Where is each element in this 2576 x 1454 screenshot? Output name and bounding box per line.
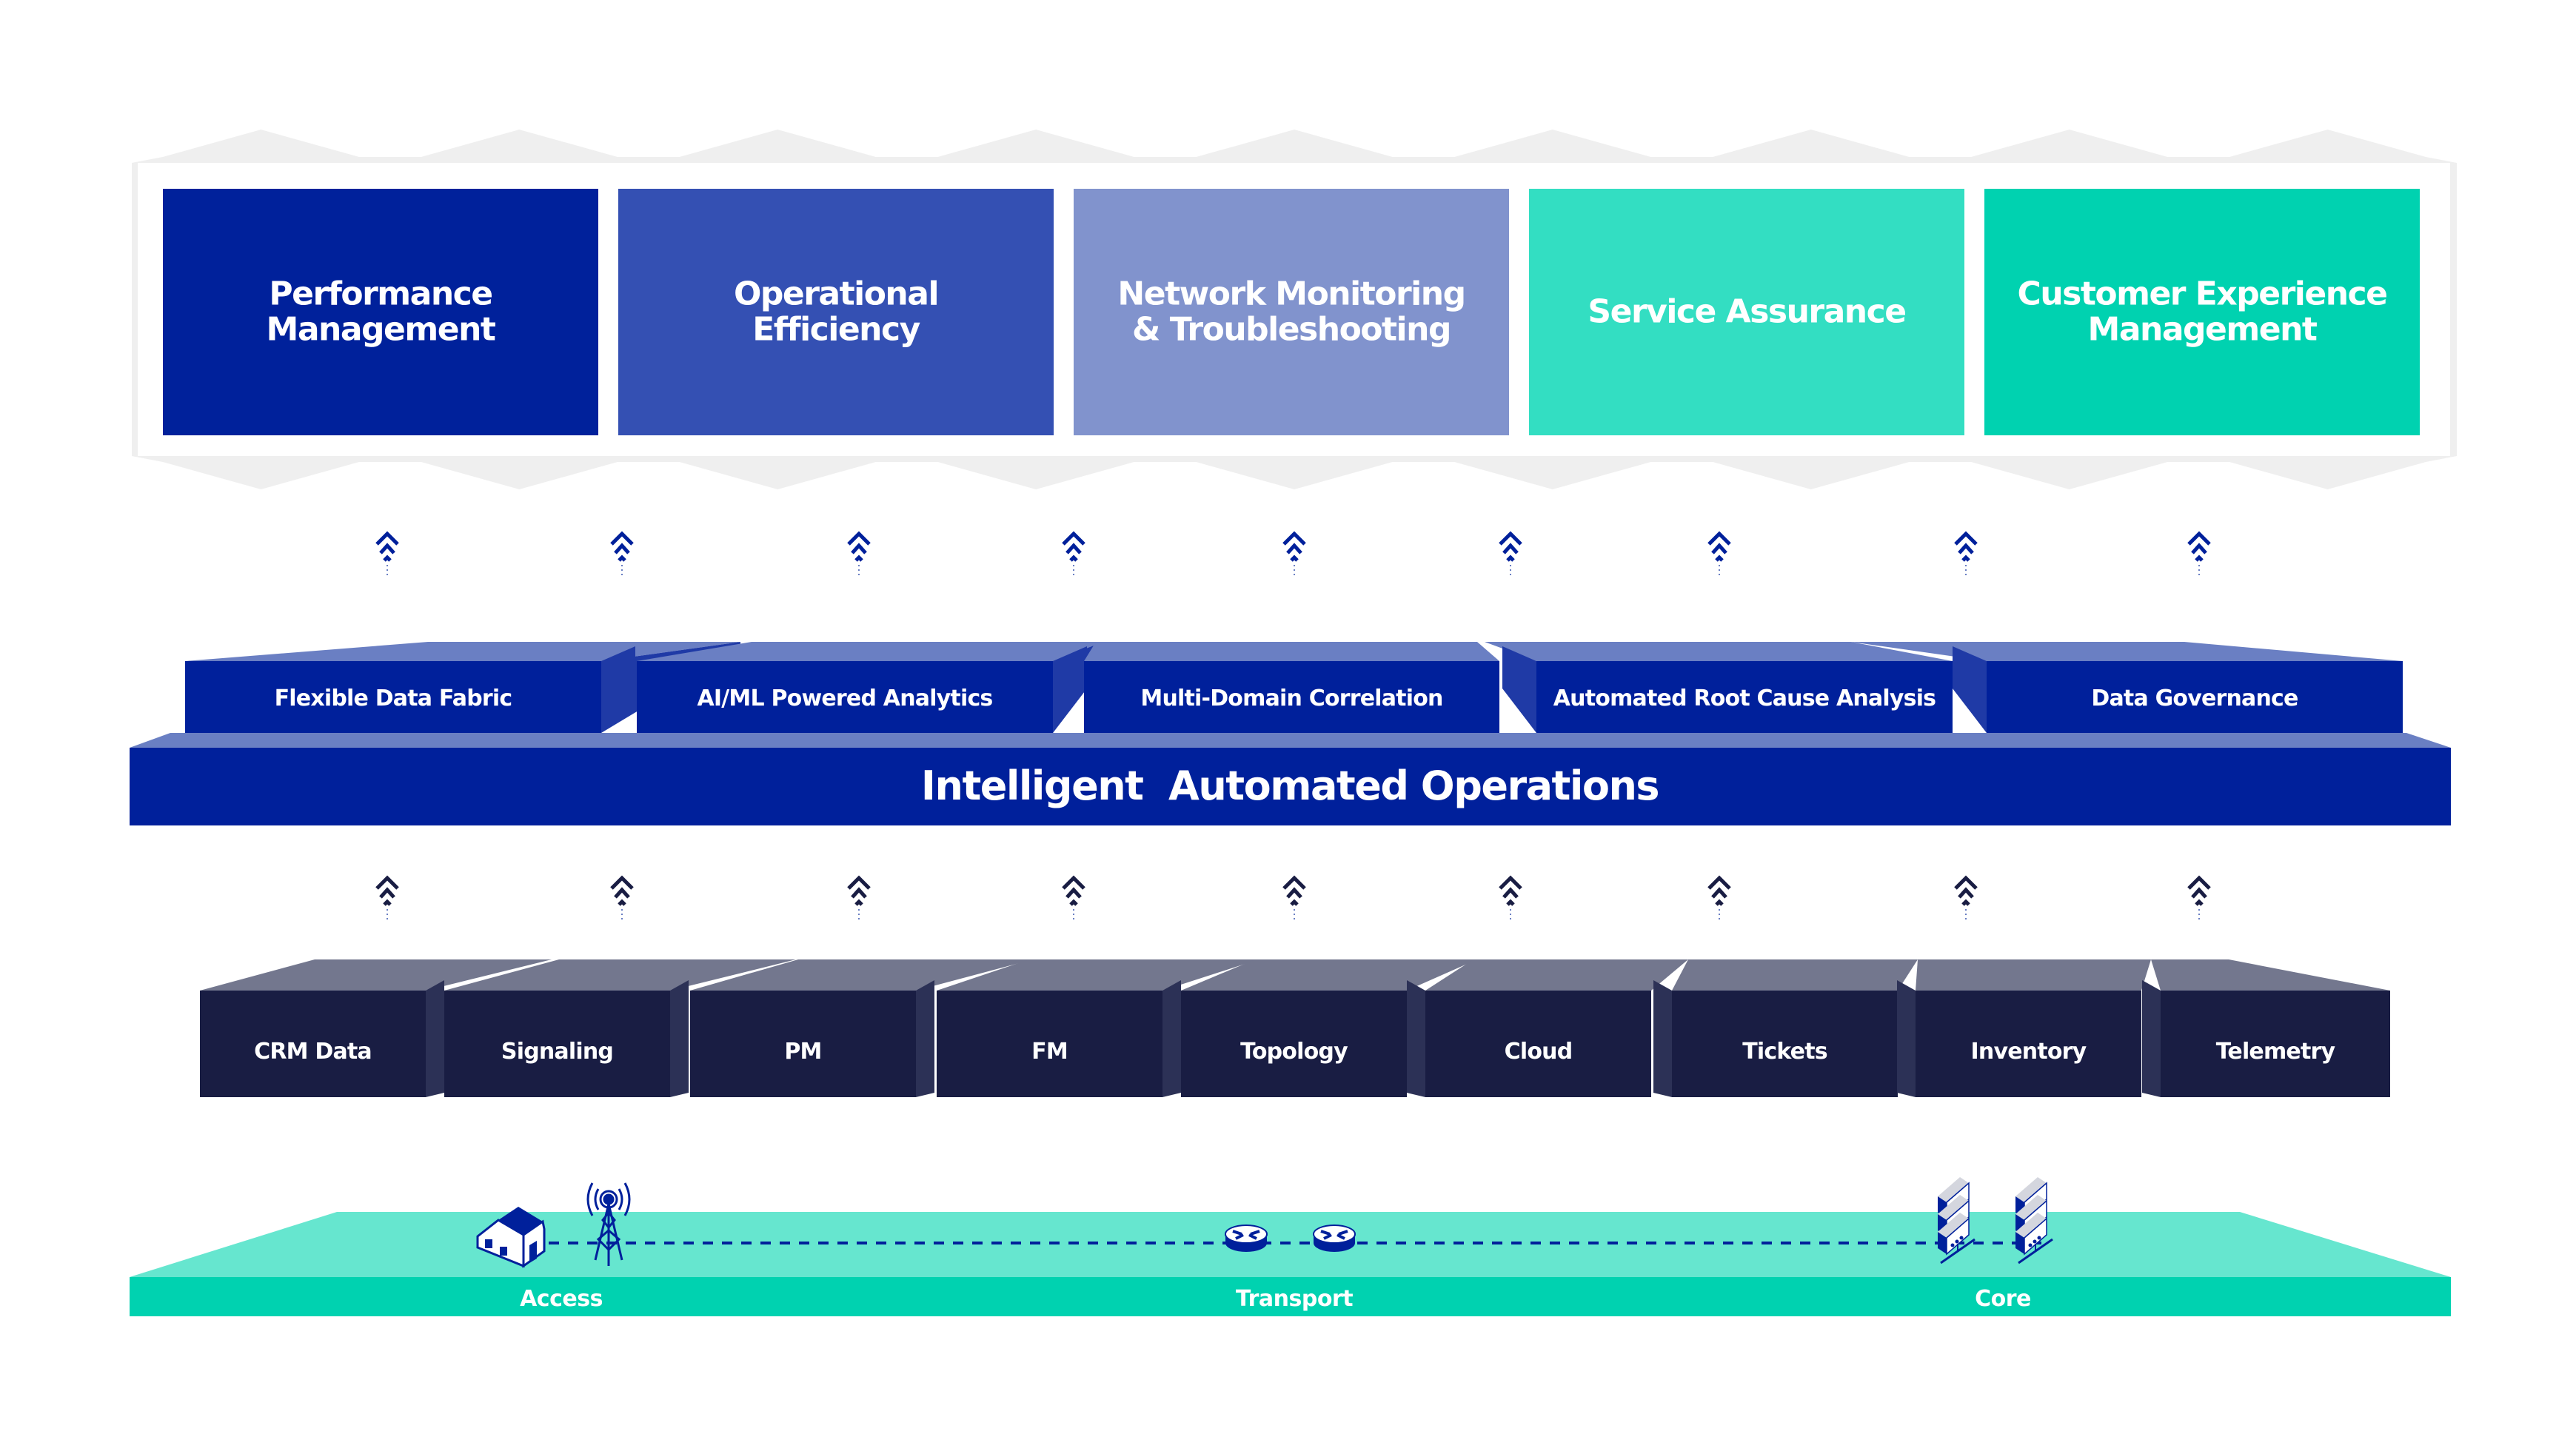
data-source-label: Telemetry xyxy=(2216,1039,2336,1065)
triple-chevron-up-icon xyxy=(1954,875,1978,921)
outcome-card-bg xyxy=(1074,189,1509,435)
capability-label: Multi-Domain Correlation xyxy=(1140,686,1442,711)
triple-chevron-up-icon xyxy=(847,875,871,921)
outcome-card-label: Network Monitoring xyxy=(1117,275,1465,313)
outcome-card-label: Management xyxy=(2088,311,2318,349)
house-icon xyxy=(476,1207,546,1268)
outcomes-layer: PerformanceManagementOperationalEfficien… xyxy=(132,130,2457,489)
triple-chevron-up-icon xyxy=(2187,531,2211,577)
server-rack-icon xyxy=(2015,1177,2053,1264)
capability-block: AI/ML Powered Analytics xyxy=(637,642,1103,733)
outcome-card-label: Operational xyxy=(734,275,938,313)
data-source-label: Inventory xyxy=(1971,1039,2087,1065)
network-front-face xyxy=(130,1277,2451,1316)
capability-block: Data Governance xyxy=(1851,642,2403,733)
capability-label: Data Governance xyxy=(2091,686,2298,711)
outcome-card-label: Performance xyxy=(269,275,492,313)
data-source-block: Topology xyxy=(1181,959,1477,1097)
outcome-card-bg xyxy=(163,189,598,435)
data-source-block: Cloud xyxy=(1407,959,1688,1097)
flow-arrows-row-lower xyxy=(375,875,2211,921)
capability-block: Multi-Domain Correlation xyxy=(1084,642,1499,733)
outcome-card: Network Monitoring& Troubleshooting xyxy=(1074,189,1509,435)
outcome-card: Service Assurance xyxy=(1529,189,1964,435)
data-source-block: PM xyxy=(690,959,1033,1097)
data-source-block: Signaling xyxy=(444,959,796,1097)
network-layer: Access Transport Core xyxy=(130,1177,2451,1316)
server-rack-icon xyxy=(1938,1177,1976,1264)
triple-chevron-up-icon xyxy=(1062,875,1085,921)
triple-chevron-up-icon xyxy=(1499,875,1522,921)
triple-chevron-up-icon xyxy=(1707,875,1731,921)
triple-chevron-up-icon xyxy=(610,875,634,921)
outcome-card-label: Management xyxy=(267,311,496,349)
platform-title: Intelligent Automated Operations xyxy=(921,763,1659,809)
data-source-label: FM xyxy=(1031,1039,1068,1065)
outcome-card-bg xyxy=(1529,189,1964,435)
data-source-label: CRM Data xyxy=(254,1039,372,1065)
data-source-label: PM xyxy=(784,1039,821,1065)
outcome-card-bg xyxy=(1984,189,2420,435)
triple-chevron-up-icon xyxy=(1282,875,1306,921)
platform-layer: Intelligent Automated Operations Flexibl… xyxy=(130,642,2451,825)
platform-top-face xyxy=(130,733,2451,748)
capability-label: Flexible Data Fabric xyxy=(275,686,512,711)
network-domain-label-core: Core xyxy=(1975,1286,2031,1312)
network-domain-label-access: Access xyxy=(520,1286,603,1312)
data-source-block: FM xyxy=(937,959,1259,1097)
outcome-card-label: Efficiency xyxy=(752,311,920,349)
triple-chevron-up-icon xyxy=(610,531,634,577)
triple-chevron-up-icon xyxy=(1707,531,1731,577)
triple-chevron-up-icon xyxy=(1282,531,1306,577)
data-source-label: Signaling xyxy=(501,1039,613,1065)
triple-chevron-up-icon xyxy=(2187,875,2211,921)
flow-arrows-row-upper xyxy=(375,531,2211,577)
platform-front-face xyxy=(130,748,2451,825)
capability-label: AI/ML Powered Analytics xyxy=(697,686,993,711)
network-domain-label-transport: Transport xyxy=(1236,1286,1353,1312)
outcome-card-label: Customer Experience xyxy=(2018,275,2387,313)
data-source-label: Tickets xyxy=(1742,1039,1827,1065)
router-icon xyxy=(1313,1224,1356,1252)
data-source-block: Telemetry xyxy=(2142,959,2390,1097)
outcome-card-label: Service Assurance xyxy=(1588,293,1905,331)
capability-label: Automated Root Cause Analysis xyxy=(1553,686,1936,711)
triple-chevron-up-icon xyxy=(375,875,399,921)
data-source-block: Tickets xyxy=(1653,959,1918,1097)
triple-chevron-up-icon xyxy=(847,531,871,577)
data-source-label: Topology xyxy=(1240,1039,1348,1065)
cell-tower-icon xyxy=(586,1182,631,1266)
data-source-label: Cloud xyxy=(1505,1039,1573,1065)
data-sources-layer: CRM Data Signaling PM FM Topology Cloud Ticket… xyxy=(200,959,2390,1097)
capability-block: Automated Root Cause Analysis xyxy=(1485,642,1953,733)
triple-chevron-up-icon xyxy=(1499,531,1522,577)
router-icon xyxy=(1225,1224,1268,1252)
triple-chevron-up-icon xyxy=(1062,531,1085,577)
triple-chevron-up-icon xyxy=(1954,531,1978,577)
outcome-card-bg xyxy=(618,189,1054,435)
data-source-block: CRM Data xyxy=(200,959,552,1097)
triple-chevron-up-icon xyxy=(375,531,399,577)
outcome-card-label: & Troubleshooting xyxy=(1132,311,1451,349)
data-source-block: Inventory xyxy=(1897,959,2151,1097)
